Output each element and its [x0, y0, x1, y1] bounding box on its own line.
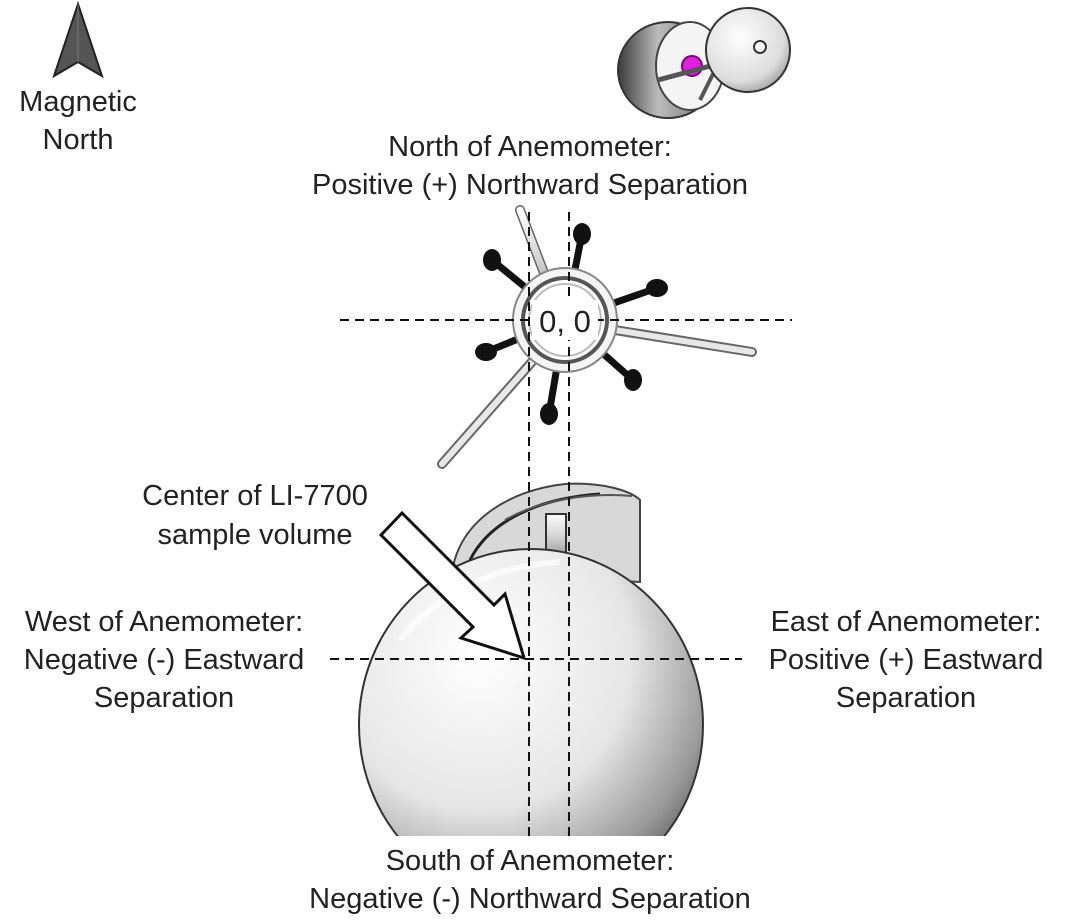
callout-arrow-icon [378, 510, 527, 661]
north-label-line1: North of Anemometer: [388, 131, 672, 163]
west-label-line1: West of Anemometer: [25, 606, 303, 638]
origin-label-background [532, 300, 598, 340]
li7700-analyzer-illustration [358, 482, 704, 924]
compass-label-line1: Magnetic [19, 86, 137, 118]
east-label-line3: Separation [836, 682, 976, 714]
west-label-line3: Separation [94, 682, 234, 714]
east-label-line2: Positive (+) Eastward [769, 644, 1044, 676]
sample-volume-label-line2: sample volume [157, 519, 352, 551]
sample-volume-label-line1: Center of LI-7700 [142, 480, 368, 512]
north-arrow-icon [52, 0, 104, 79]
east-label-line1: East of Anemometer: [771, 606, 1042, 638]
west-label-line2: Negative (-) Eastward [24, 644, 304, 676]
origin-label: 0, 0 [539, 304, 591, 339]
top-instrument-illustration [617, 7, 791, 119]
south-label-line2: Negative (-) Northward Separation [309, 883, 751, 915]
north-label-line2: Positive (+) Northward Separation [312, 169, 748, 201]
south-label-line1: South of Anemometer: [386, 845, 675, 877]
compass-label-line2: North [43, 124, 114, 156]
